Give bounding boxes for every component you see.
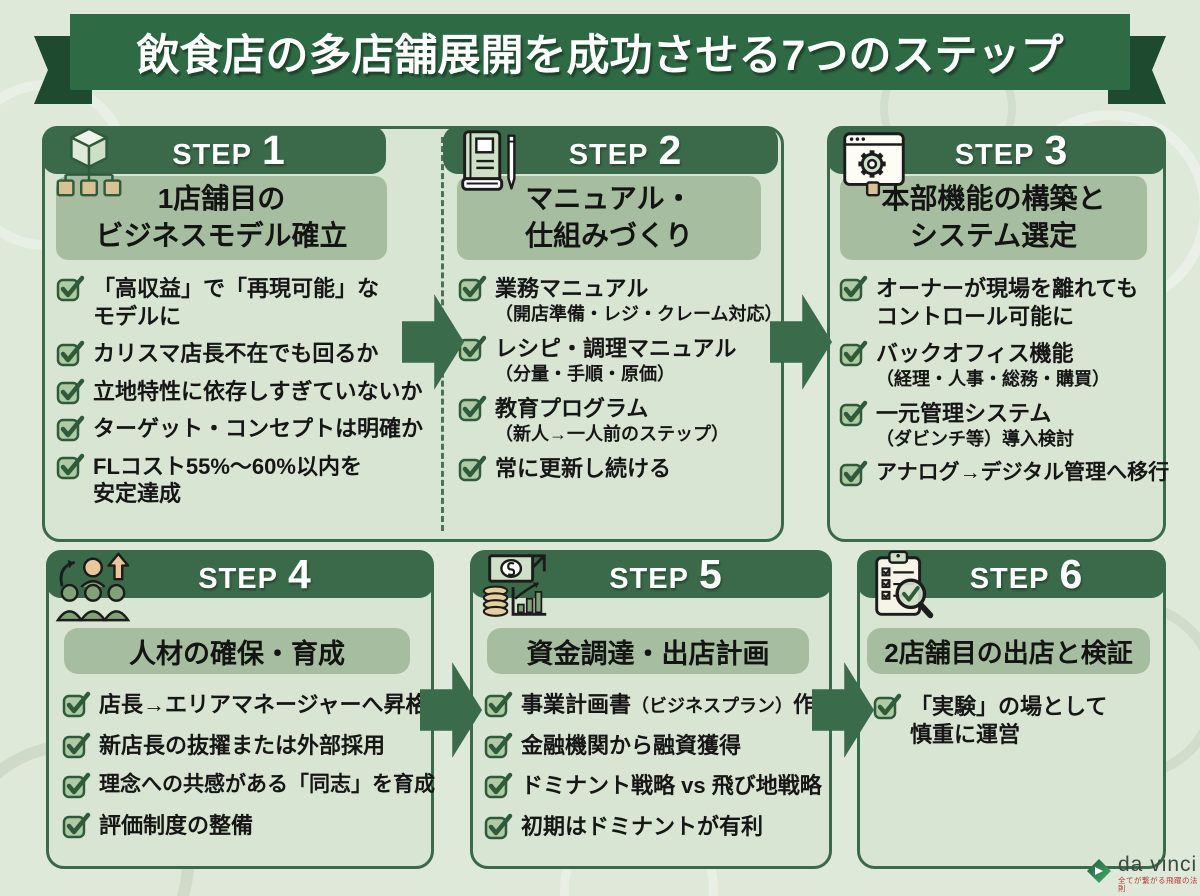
step5-header: STEP 5 [470, 550, 832, 617]
checkbox-icon [458, 275, 487, 302]
step4-header: STEP 4 [46, 550, 434, 622]
checkbox-icon [839, 340, 868, 367]
checkbox-icon [56, 275, 85, 302]
brand-tagline: 全てが繋がる飛躍の法則 [1118, 876, 1198, 893]
card-step-4: STEP 4 人材の確保・育成 店長→エリアマネージャーへ昇格 新店長の抜擢また… [46, 550, 435, 869]
checkbox-icon [62, 732, 91, 759]
checklist-item: オーナーが現場を離れてもコントロール可能に [839, 275, 1152, 330]
step2-title-line2: 仕組みづくり [524, 220, 693, 251]
step6-title-pill: 2店舗目の出店と検証 [867, 628, 1150, 674]
checkbox-icon [62, 691, 91, 718]
step3-label: STEP 3 [954, 126, 1069, 173]
step1-checklist: 「高収益」で「再現可能」なモデルに カリスマ店長不在でも回るか 立地特性に依存し… [56, 275, 439, 508]
step3-title-line2: システム選定 [909, 220, 1078, 251]
checkbox-icon [839, 460, 868, 487]
checkbox-icon [56, 415, 85, 442]
davinci-diamond-icon [1086, 858, 1112, 889]
step6-header: STEP 6 [857, 550, 1166, 619]
checklist-item: 店長→エリアマネージャーへ昇格 [62, 691, 427, 719]
checkbox-icon [56, 378, 85, 405]
step2-title-band: マニュアル・ 仕組みづくり [457, 176, 761, 260]
checkbox-icon [56, 340, 85, 367]
checklist-item: バックオフィス機能（経理・人事・総務・購買） [839, 340, 1152, 390]
step6-label: STEP 6 [969, 550, 1084, 597]
step1-title-line2: ビジネスモデル確立 [95, 220, 348, 251]
page-title: 飲食店の多店舗展開を成功させる7つのステップ [136, 32, 1064, 80]
checkbox-icon [458, 395, 487, 422]
step5-title: 資金調達・出店計画 [526, 638, 770, 669]
checklist-item: 一元管理システム（ダビンチ等）導入検討 [839, 400, 1152, 450]
checklist-item: 業務マニュアル（開店準備・レジ・クレーム対応） [458, 275, 782, 325]
step3-checklist: オーナーが現場を離れてもコントロール可能に バックオフィス機能（経理・人事・総務… [839, 275, 1169, 487]
checkbox-icon [873, 693, 902, 720]
checkbox-icon [458, 335, 487, 362]
step2-label: STEP 2 [568, 126, 683, 173]
checklist-item: 事業計画書（ビジネスプラン）作成 [484, 691, 837, 719]
checkbox-icon [62, 772, 91, 799]
step4-checklist: 店長→エリアマネージャーへ昇格 新店長の抜擢または外部採用 理念への共感がある「… [62, 691, 435, 840]
card-step-5: STEP 5 資金調達・出店計画 事業計画書（ビジネスプラン）作成 金融機関から… [470, 550, 837, 869]
checklist-item: 教育プログラム（新人→一人前のステップ） [458, 395, 769, 445]
card-step-6: STEP 6 2店舗目の出店と検証 「実験」の場として慎重に運営 [857, 550, 1166, 869]
funding-icon [478, 548, 556, 631]
step4-title-pill: 人材の確保・育成 [64, 628, 410, 674]
checklist-item: 金融機関から融資獲得 [484, 732, 823, 760]
checklist-item: ドミナント戦略 vs 飛び地戦略 [484, 772, 823, 800]
checklist-item: 「高収益」で「再現可能」なモデルに [56, 275, 439, 330]
checklist-item: 初期はドミナントが有利 [484, 813, 823, 841]
card-step-3: STEP 3 本部機能の構築と システム選定 オーナーが現場を離れてもコントロー… [827, 126, 1169, 542]
brand-name: da vinci [1118, 853, 1198, 876]
checkbox-icon [484, 732, 513, 759]
step5-title-pill: 資金調達・出店計画 [487, 628, 809, 674]
checkbox-icon [484, 691, 513, 718]
step5-label: STEP 5 [609, 550, 723, 597]
system-gear-icon [835, 124, 913, 207]
checkbox-icon [484, 772, 513, 799]
step5-checklist: 事業計画書（ビジネスプラン）作成 金融機関から融資獲得 ドミナント戦略 vs 飛… [484, 691, 837, 841]
org-chart-icon [50, 124, 128, 207]
checklist-item: 評価制度の整備 [62, 812, 425, 840]
checklist-item: 立地特性に依存しすぎていないか [56, 378, 439, 406]
step3-title-band: 本部機能の構築と システム選定 [840, 176, 1147, 260]
step1-header: STEP 1 [42, 126, 386, 197]
checklist-item: ターゲット・コンセプトは明確か [56, 415, 439, 443]
checklist-item: 常に更新し続ける [458, 455, 769, 483]
step6-checklist: 「実験」の場として慎重に運営 [873, 693, 1154, 748]
checklist-item: 理念への共感がある「同志」を育成 [62, 772, 435, 799]
step2-checklist: 業務マニュアル（開店準備・レジ・クレーム対応） レシピ・調理マニュアル（分量・手… [458, 275, 782, 483]
checklist-item: アナログ→デジタル管理へ移行 [839, 460, 1169, 487]
checklist-item: レシピ・調理マニュアル（分量・手順・原価） [458, 335, 769, 385]
checkbox-icon [484, 813, 513, 840]
manual-book-icon [451, 124, 529, 207]
checklist-item: 新店長の抜擢または外部採用 [62, 732, 425, 760]
checkbox-icon [458, 455, 487, 482]
verification-clipboard-icon [865, 548, 943, 631]
checklist-item: FLコスト55%〜60%以内を安定達成 [56, 453, 439, 508]
step1-title-line1: 1店舗目の [157, 183, 286, 215]
checkbox-icon [56, 453, 85, 480]
step3-title-line1: 本部機能の構築と [881, 183, 1106, 215]
checklist-item: カリスマ店長不在でも回るか [56, 340, 439, 368]
step1-label: STEP 1 [172, 126, 286, 173]
step2-title-line1: マニュアル・ [525, 183, 693, 215]
step3-header: STEP 3 [827, 126, 1166, 197]
step4-label: STEP 4 [198, 550, 312, 597]
checkbox-icon [839, 275, 868, 302]
step4-title: 人材の確保・育成 [129, 638, 345, 669]
step6-title: 2店舗目の出店と検証 [884, 637, 1133, 668]
brand-logo: da vinci 全てが繋がる飛躍の法則 [1086, 854, 1200, 892]
checklist-item: 「実験」の場として慎重に運営 [873, 693, 1154, 748]
title-banner: 飲食店の多店舗展開を成功させる7つのステップ [70, 14, 1130, 90]
team-growth-icon [54, 548, 132, 631]
checkbox-icon [62, 812, 91, 839]
step2-header: STEP 2 [443, 126, 778, 191]
checkbox-icon [839, 400, 868, 427]
